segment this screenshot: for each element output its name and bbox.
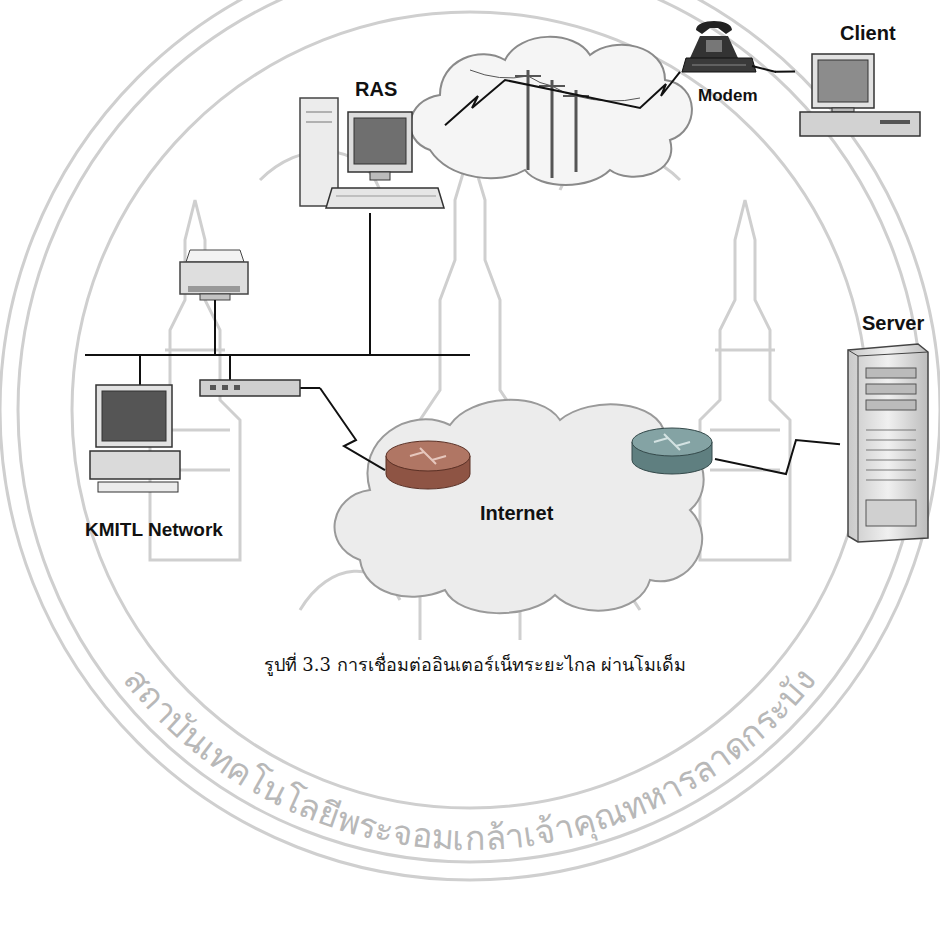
node-label: Client [840,22,896,45]
network-link [715,440,840,474]
internet-node: Internet [385,440,715,535]
network-link [445,72,680,126]
printer [180,250,248,300]
node-label: RAS [355,78,397,101]
node-label: Internet [480,502,553,525]
figure-caption-box: รูปที่ 3.3 การเชื่อมต่ออินเตอร์เน็ทระยะไ… [150,650,800,679]
modem-telephone [682,21,776,72]
modem-node: Modem [680,12,775,110]
router [632,428,712,474]
hub [200,380,300,396]
watermark-seal [0,0,940,880]
node-label: Server [862,312,924,335]
watermark-text: สถาบันเทคโนโลยีพระจอมเกล้าเจ้าคุณทหารลาด… [116,660,824,858]
ras-node: RAS [295,76,445,213]
lan-bus [85,300,470,388]
figure-caption: รูปที่ 3.3 การเชื่อมต่ออินเตอร์เน็ทระยะไ… [261,654,690,675]
router [386,441,470,489]
network-link [775,71,795,73]
lan-computer [90,385,180,492]
telephone-poles [470,70,640,178]
server-tower [848,344,928,542]
phone-cloud [410,37,692,185]
network-link [320,213,370,355]
node-label: Modem [698,86,758,106]
server-node: Server [840,312,935,544]
lan-node: KMITL Network [80,345,320,555]
network-link [320,388,385,470]
ras-computer [300,98,444,208]
client-computer [800,54,920,136]
client-node: Client [795,22,925,140]
node-label: KMITL Network [85,519,223,541]
